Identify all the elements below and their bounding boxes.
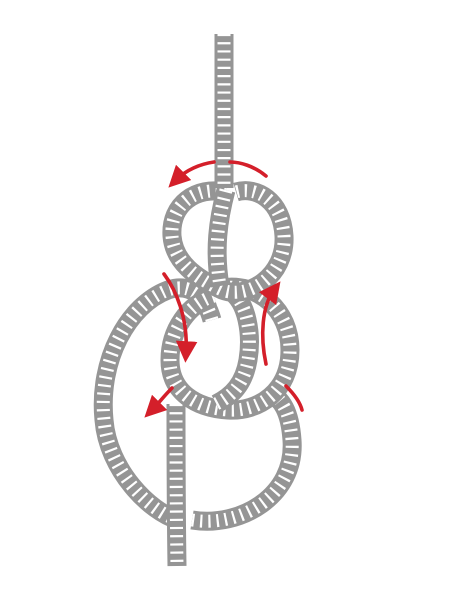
top-arrow <box>168 160 216 188</box>
rope-bottom-tail <box>166 403 187 567</box>
rope-middle-cross <box>211 281 259 413</box>
rope-twist-texture <box>169 403 184 567</box>
rope-twist-texture <box>212 284 256 410</box>
rope-upper-join <box>207 187 236 288</box>
lower-right-arrow <box>284 384 304 412</box>
lower-left-arrow <box>144 386 174 418</box>
rope-lower-lobe <box>160 277 300 420</box>
rope-strand <box>160 277 300 420</box>
rope-twist-texture <box>210 188 233 288</box>
rope-lower-loop-right <box>190 383 302 531</box>
rope-strand <box>211 281 259 413</box>
rope-upper-lobe <box>162 181 294 302</box>
direction-arrows <box>144 160 304 418</box>
rope-strand <box>93 278 222 530</box>
top-arrow-tail <box>228 160 268 178</box>
rope-strand <box>166 403 187 567</box>
rope-twist-texture <box>165 184 291 299</box>
rope-lower-loop <box>93 278 222 530</box>
rope <box>93 34 302 567</box>
upper-left-arrow <box>162 272 198 363</box>
right-arrow <box>258 281 281 366</box>
rope-twist-texture <box>190 386 299 528</box>
